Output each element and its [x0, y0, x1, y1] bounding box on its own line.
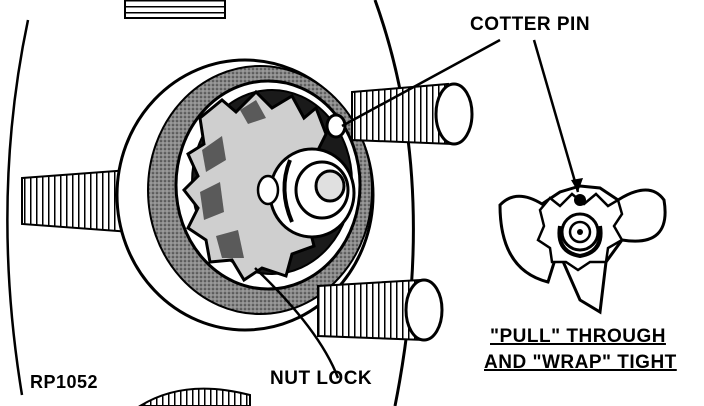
cotter-pin-inset	[498, 184, 667, 315]
wheel-stud-right-upper	[351, 82, 474, 146]
cotter-pin-label: COTTER PIN	[470, 14, 591, 35]
wheel-stud-top	[124, 0, 226, 19]
figure-reference-code: RP1052	[30, 372, 99, 392]
nut-lock-label: NUT LOCK	[270, 368, 373, 389]
cotter-pin-on-hub	[325, 113, 347, 139]
spindle-nut	[256, 147, 356, 239]
wheel-stud-right-lower	[317, 278, 444, 342]
wheel-stud-bottom	[138, 387, 251, 406]
wrap-tight-label: AND "WRAP" TIGHT	[484, 352, 677, 373]
brake-drum-outline	[6, 0, 415, 406]
pull-through-label: "PULL" THROUGH	[490, 326, 666, 347]
leader-lines	[254, 38, 583, 379]
